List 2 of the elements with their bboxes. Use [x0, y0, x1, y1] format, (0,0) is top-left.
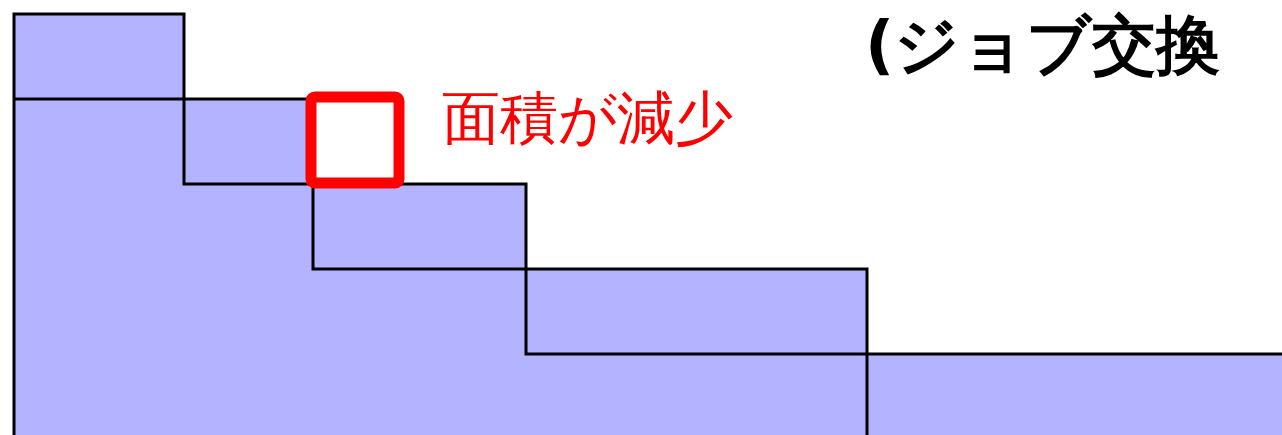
title: (ジョブ交換	[865, 7, 1221, 84]
annotation-text: 面積が減少	[442, 83, 733, 154]
